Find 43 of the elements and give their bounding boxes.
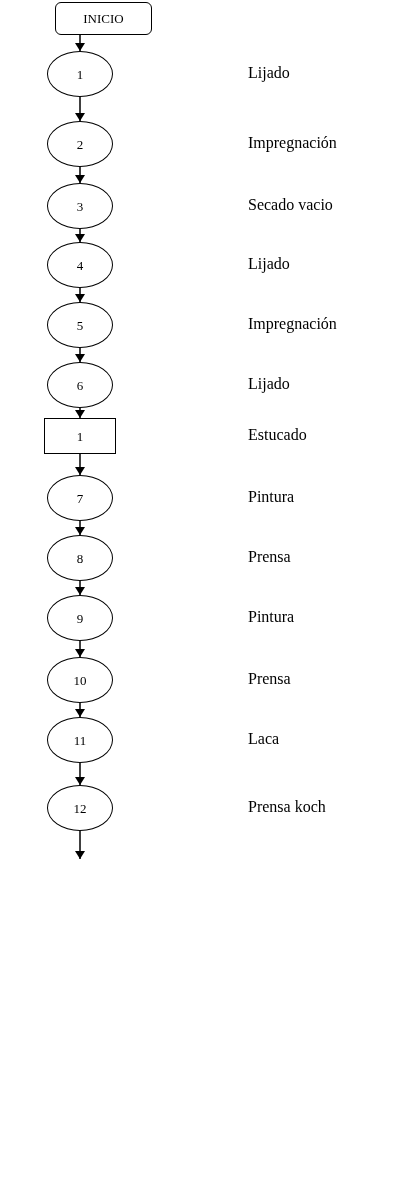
start-box [55,1,152,35]
arrow [75,33,85,52]
step-number: 12 [73,801,87,815]
step-number: 5 [76,318,84,332]
arrow [75,830,85,860]
step-number: 7 [76,491,84,505]
step-number: 4 [76,258,84,272]
arrow [75,762,85,786]
arrow [75,96,85,122]
arrow [75,640,85,658]
arrow [75,228,85,243]
step-number: 2 [76,137,84,151]
step-label: Prensa [248,671,291,687]
step-label: Lijado [248,65,290,81]
arrow [75,702,85,718]
arrow [75,347,85,363]
step-label: Secado vacio [248,197,333,213]
step-number: 10 [73,673,87,687]
arrow [75,520,85,536]
step-number: 8 [76,551,84,565]
arrow [75,453,85,476]
step-label: Estucado [248,427,307,443]
step-label: Prensa [248,549,291,565]
arrow [75,580,85,596]
step-label: Impregnación [248,135,337,151]
inspection-box [44,418,116,454]
arrow [75,287,85,303]
step-label: Lijado [248,256,290,272]
step-label: Prensa koch [248,799,326,815]
step-label: Laca [248,731,280,747]
step-label: Impregnación [248,316,337,332]
step-number: 11 [73,733,87,747]
step-number: 6 [76,378,84,392]
step-number: 1 [76,67,84,81]
arrow [75,407,85,419]
step-number: INICIO [83,11,124,25]
step-label: Pintura [248,489,295,505]
step-number: 1 [76,429,84,443]
step-number: 9 [76,611,84,625]
step-label: Lijado [248,376,290,392]
arrow [75,166,85,184]
step-number: 3 [76,199,84,213]
step-label: Pintura [248,609,295,625]
